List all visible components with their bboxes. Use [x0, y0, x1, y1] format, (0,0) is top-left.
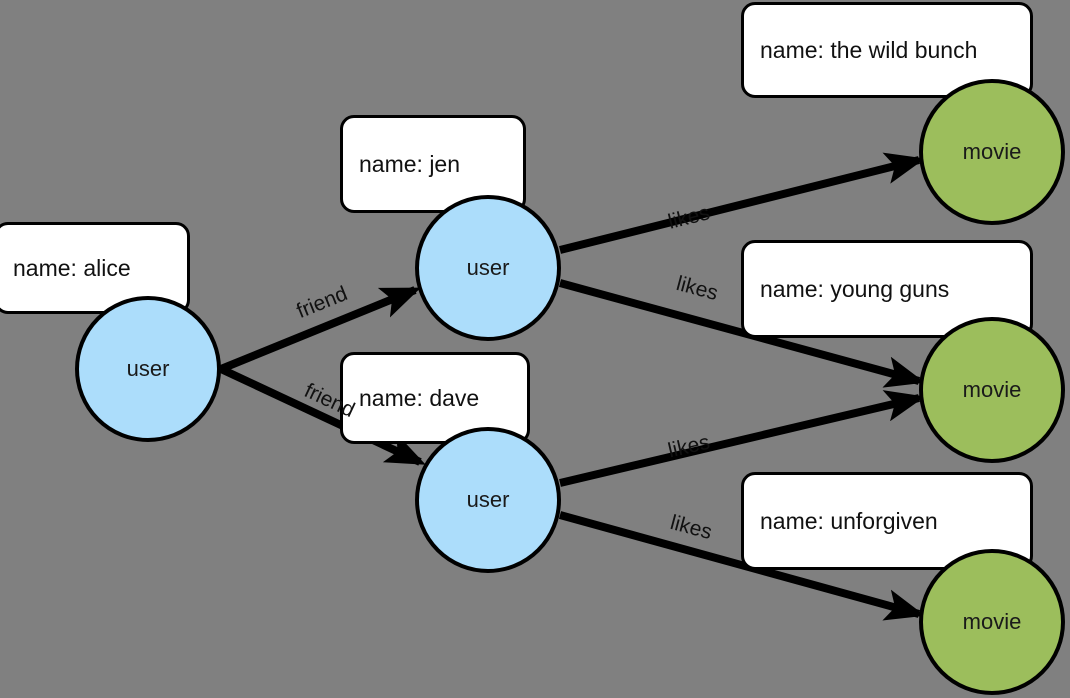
node-young[interactable]: movie: [919, 317, 1065, 463]
node-label: movie: [962, 139, 1022, 164]
node-dave[interactable]: user: [415, 427, 561, 573]
edges-group: [219, 152, 926, 621]
property-label: name: jen: [359, 150, 461, 177]
node-alice[interactable]: user: [75, 296, 221, 442]
property-label: name: the wild bunch: [760, 36, 978, 63]
property-label: name: alice: [13, 254, 131, 281]
node-label: user: [466, 487, 510, 512]
property-box-jen: name: jen: [340, 115, 526, 213]
edge-dave-young: [559, 390, 926, 487]
edge-alice-dave: [219, 365, 426, 466]
property-label: name: young guns: [760, 275, 950, 302]
node-jen[interactable]: user: [415, 195, 561, 341]
edge-jen-young: [558, 279, 926, 388]
edge-dave-unfor: [558, 511, 926, 621]
property-label: name: dave: [359, 384, 480, 411]
property-label: name: unforgiven: [760, 507, 938, 534]
edge-alice-jen: [219, 286, 421, 373]
node-label: user: [126, 356, 170, 381]
node-label: movie: [962, 377, 1022, 402]
node-label: user: [466, 255, 510, 280]
node-wild[interactable]: movie: [919, 79, 1065, 225]
edge-jen-wild: [559, 152, 926, 254]
node-label: movie: [962, 609, 1022, 634]
node-unfor[interactable]: movie: [919, 549, 1065, 695]
